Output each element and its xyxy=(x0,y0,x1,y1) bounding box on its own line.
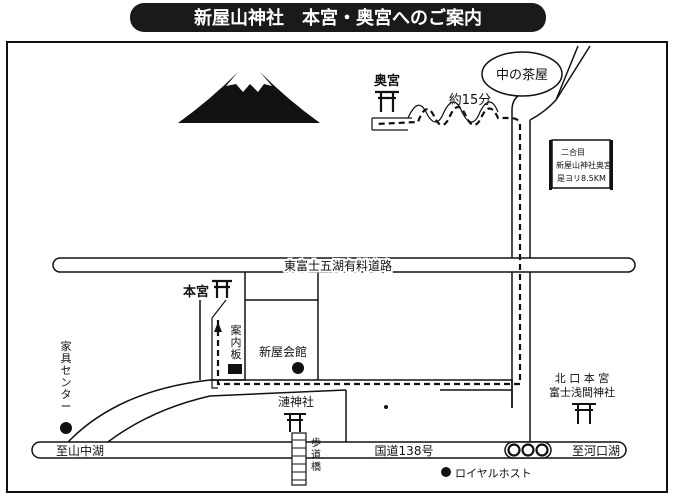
mount-fuji-icon xyxy=(178,72,320,123)
route-138-road xyxy=(31,441,627,459)
sazanami-torii-icon xyxy=(284,413,306,432)
royal-host-marker xyxy=(441,467,451,477)
traffic-signal-icon xyxy=(504,441,552,459)
block-lower-lines xyxy=(345,389,512,434)
toll-road-label: 東富士五湖有料道路 xyxy=(284,258,392,273)
okumiya-torii-icon xyxy=(375,90,399,112)
kawaguchiko-label: 至河口湖 xyxy=(572,443,620,458)
okumiya-approach xyxy=(371,117,412,131)
toll-road xyxy=(52,257,636,273)
naka-chaya-marker xyxy=(481,51,563,97)
footbridge-label: 歩道橋 xyxy=(311,436,321,473)
kagu-center-marker xyxy=(60,422,72,434)
title-banner: 新屋山神社 本宮・奥宮へのご案内 xyxy=(130,3,546,32)
block-dot xyxy=(384,405,388,409)
route-138-label: 国道138号 xyxy=(375,444,434,458)
sazanami-label: 漣神社 xyxy=(278,394,314,409)
route-arrow-icon xyxy=(214,322,222,332)
royal-host-label: ロイヤルホスト xyxy=(455,467,532,480)
map-title: 新屋山神社 本宮・奥宮へのご案内 xyxy=(194,7,482,29)
okumiya-label: 奥宮 xyxy=(374,73,400,89)
hongu-torii-icon xyxy=(212,279,232,298)
distance-signboard xyxy=(549,139,613,190)
map-frame xyxy=(6,41,668,493)
town-block-lines xyxy=(199,272,319,381)
yamanakako-label: 至山中湖 xyxy=(56,443,104,458)
guide-board-label: 案内板 xyxy=(231,323,242,361)
route-138-upper-edge xyxy=(345,408,531,442)
kitaguchi-label-2: 富士浅間神社 xyxy=(549,385,615,399)
footbridge-icon xyxy=(291,432,307,486)
sign-line-2: 新屋山神社奥宮 xyxy=(556,160,612,170)
kitaguchi-label-1: 北 口 本 宮 xyxy=(555,371,610,385)
mountain-road xyxy=(511,110,531,408)
kaikan-label: 新屋会館 xyxy=(259,344,307,359)
kagu-center-label: 家具センター xyxy=(61,339,72,413)
sign-line-1: 二合目 xyxy=(561,147,585,157)
sign-line-3: 是ヨリ8.5KM xyxy=(557,174,606,183)
naka-chaya-label: 中の茶屋 xyxy=(496,67,548,83)
kitaguchi-torii-icon xyxy=(572,403,596,424)
hongu-label: 本宮 xyxy=(183,284,209,300)
switchback-road xyxy=(407,101,499,123)
hongu-approach xyxy=(211,299,227,389)
walk-time-label: 約15分 xyxy=(449,93,492,108)
guide-board-marker xyxy=(228,364,242,374)
kaikan-marker xyxy=(292,362,304,374)
route-dashed xyxy=(216,105,522,386)
